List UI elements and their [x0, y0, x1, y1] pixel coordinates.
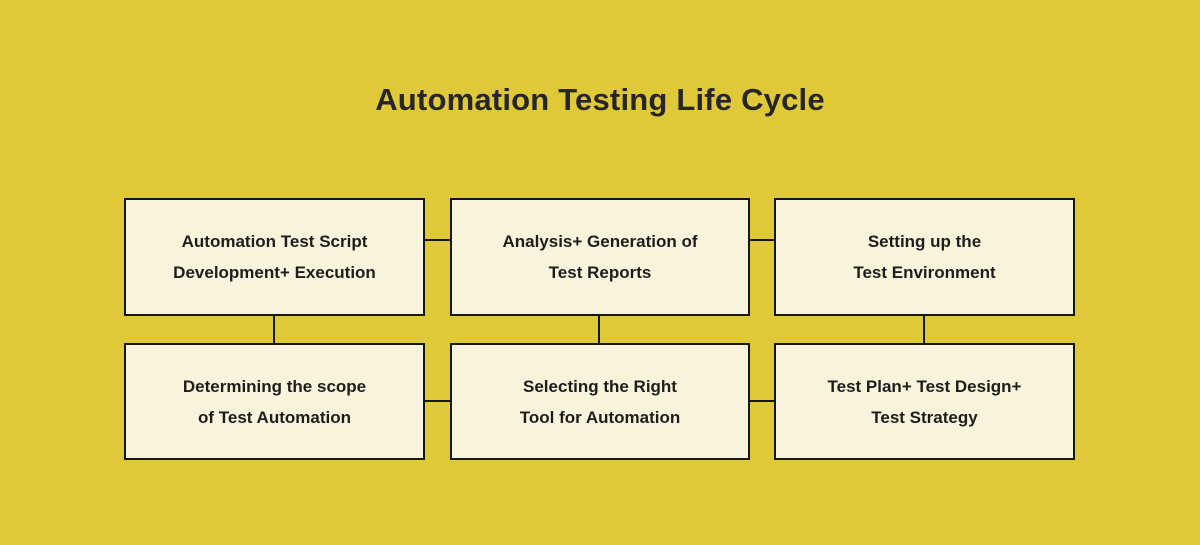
box-label-line: Selecting the Right — [523, 376, 677, 396]
connector-col1-row1-row2 — [273, 314, 275, 345]
box-label-line: Determining the scope — [182, 376, 367, 396]
connector-col2-row1-row2 — [598, 314, 600, 345]
box-label-line: Development+ Execution — [173, 263, 376, 282]
box-automation-test-script-development-execution: Automation Test Script Development+ Exec… — [124, 198, 425, 316]
box-label-line: Test Strategy — [871, 407, 978, 427]
page-title: Automation Testing Life Cycle — [375, 82, 825, 117]
box-label-line: Test Plan+ Test Design+ — [827, 376, 1022, 396]
box-selecting-the-right-tool-for-automation: Selecting the Right Tool for Automation — [450, 343, 750, 460]
box-label-line: Test Environment — [853, 263, 996, 282]
connector-row2-box4-box5 — [423, 400, 452, 402]
box-determining-the-scope-of-test-automation: Determining the scope of Test Automation — [124, 343, 425, 460]
box-label-line: Setting up the — [867, 232, 982, 251]
box-analysis-generation-of-test-reports: Analysis+ Generation of Test Reports — [450, 198, 750, 316]
connector-col3-row1-row2 — [923, 314, 925, 345]
box-label-line: Test Reports — [548, 263, 652, 282]
box-label-line: of Test Automation — [198, 407, 351, 427]
box-setting-up-the-test-environment: Setting up the Test Environment — [774, 198, 1075, 316]
box-test-plan-test-design-test-strategy: Test Plan+ Test Design+ Test Strategy — [774, 343, 1075, 460]
connector-row1-box2-box3 — [748, 239, 776, 241]
connector-row1-box1-box2 — [423, 239, 452, 241]
box-label-line: Automation Test Script — [181, 232, 368, 251]
connector-row2-box5-box6 — [748, 400, 776, 402]
box-label-line: Analysis+ Generation of — [502, 232, 698, 251]
box-label-line: Tool for Automation — [519, 407, 681, 427]
